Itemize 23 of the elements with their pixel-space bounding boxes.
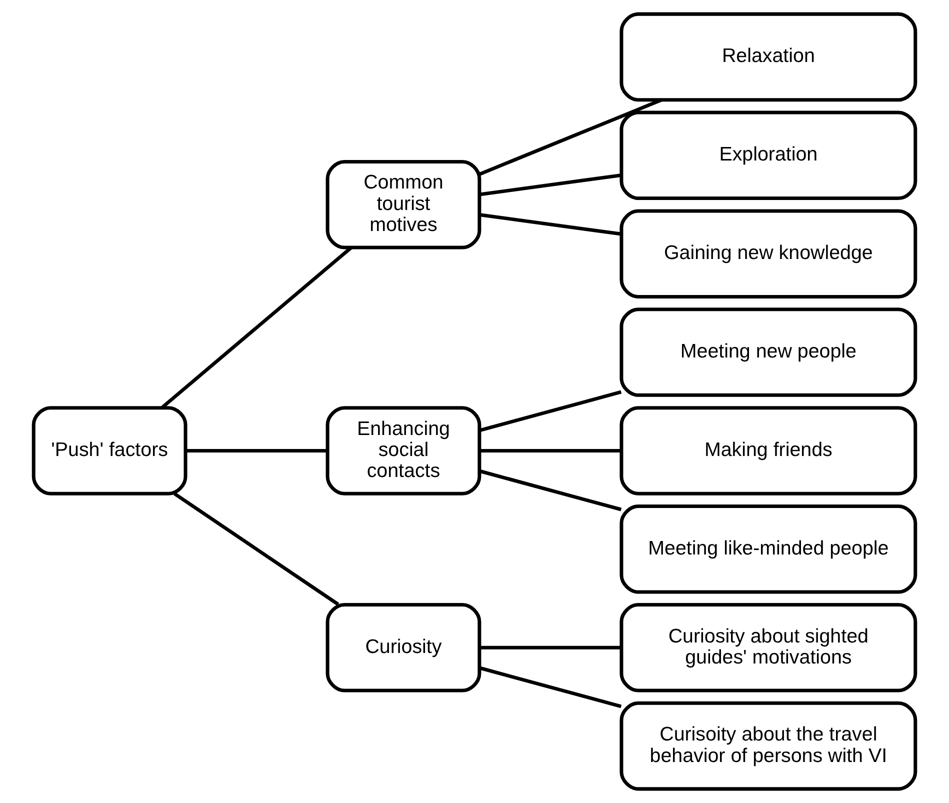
connector [174, 492, 340, 606]
connector [479, 469, 622, 512]
connector [479, 646, 622, 650]
node-box: Curiosity about sighted guides' motivations [620, 602, 918, 692]
node-box: Common tourist motives [326, 160, 482, 250]
node-box: Meeting new people [620, 308, 918, 397]
connector [479, 173, 622, 196]
node-box: Gaining new knowledge [620, 209, 918, 298]
connector [186, 448, 328, 452]
node-box: Enhancing social contacts [326, 406, 482, 496]
node-box: Curiosity [326, 602, 482, 692]
connector [479, 666, 622, 708]
connector [161, 246, 352, 409]
connector [478, 98, 662, 176]
node-box: Curisoity about the travel behavior of persons with VI [620, 701, 918, 791]
connector [479, 213, 622, 236]
node-box: Exploration [620, 110, 918, 200]
node-box: 'Push' factors [32, 406, 188, 496]
connector [479, 390, 622, 432]
node-box: Making friends [620, 406, 918, 496]
node-box: Meeting like-minded people [620, 504, 918, 594]
node-box: Relaxation [620, 12, 918, 102]
connector [479, 448, 622, 452]
